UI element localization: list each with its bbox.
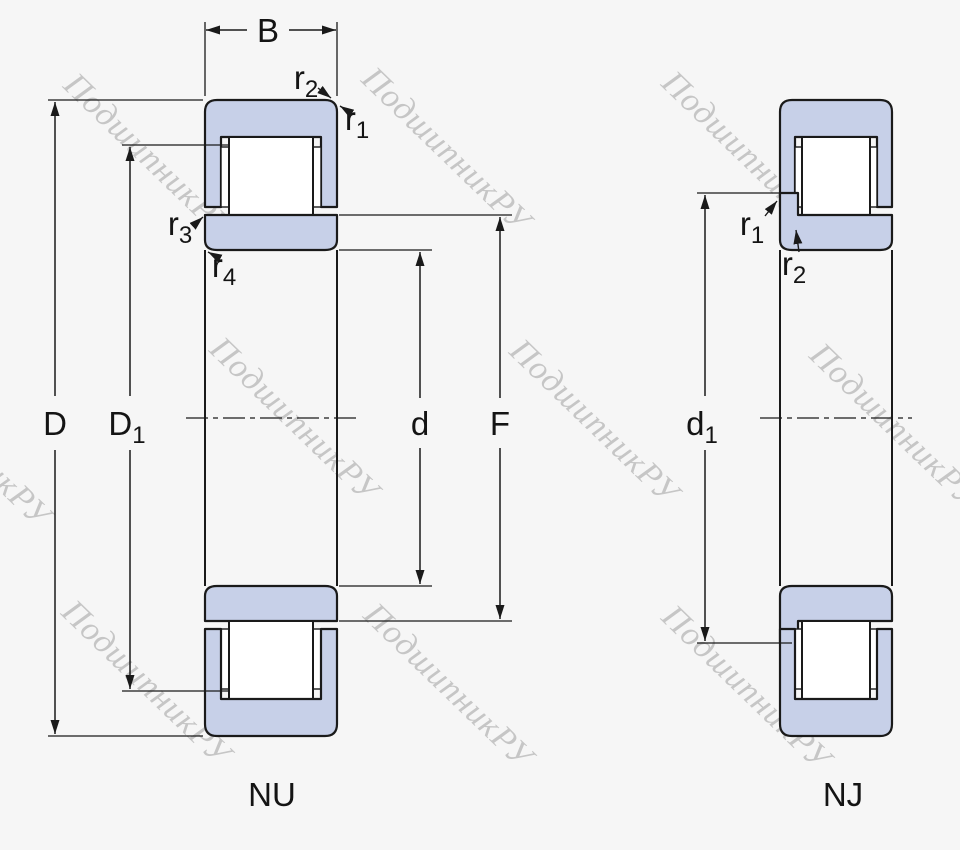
r3-leader (189, 216, 204, 230)
label-r2: r2 (294, 59, 318, 103)
nj-roller-bottom (801, 620, 871, 700)
nj-roller-top (801, 136, 871, 216)
label-r4: r4 (212, 247, 236, 291)
nu-bearing-view (186, 98, 356, 738)
nu-cage-bottom-left (220, 628, 230, 690)
label-B: B (257, 12, 279, 49)
label-r1: r1 (345, 100, 369, 144)
r2-leader (317, 85, 332, 99)
r4-leader (207, 251, 223, 263)
nu-roller-top (228, 136, 314, 216)
nj-caption: NJ (823, 776, 863, 813)
nu-cage-bottom-right (312, 628, 322, 690)
nj-outer-ring-top-section (778, 98, 894, 209)
nj-inner-ring-bottom-section (778, 584, 894, 645)
label-F: F (490, 405, 510, 442)
label-d1: d1 (686, 405, 718, 449)
nu-caption: NU (248, 776, 296, 813)
nj-bearing-view (760, 98, 912, 738)
label-d: d (411, 405, 429, 442)
nj-cage-top-right (869, 146, 878, 208)
label-r1-nj: r1 (740, 205, 764, 249)
label-r2-nj: r2 (782, 245, 806, 289)
nu-roller-bottom (228, 620, 314, 700)
label-r3: r3 (168, 205, 192, 249)
nu-outer-ring-top-section (203, 98, 339, 209)
nu-inner-ring-top-section (203, 213, 339, 252)
r1-leader (339, 105, 355, 118)
nu-cage-top-left (220, 146, 230, 208)
nu-cage-top-right (312, 146, 322, 208)
r1-nj-leader (764, 200, 778, 217)
nj-dimensions: d1 r1 r2 NJ (686, 192, 863, 813)
nj-inner-ring-top-section (778, 191, 894, 252)
label-D: D (43, 405, 67, 442)
nu-outer-ring-bottom-section (203, 627, 339, 738)
nu-dimensions: B D D1 d F r2 (43, 12, 512, 813)
nu-inner-ring-bottom-section (203, 584, 339, 623)
label-D1: D1 (108, 405, 145, 449)
r2-nj-leader (793, 229, 803, 253)
nj-outer-ring-bottom-section (778, 627, 894, 738)
